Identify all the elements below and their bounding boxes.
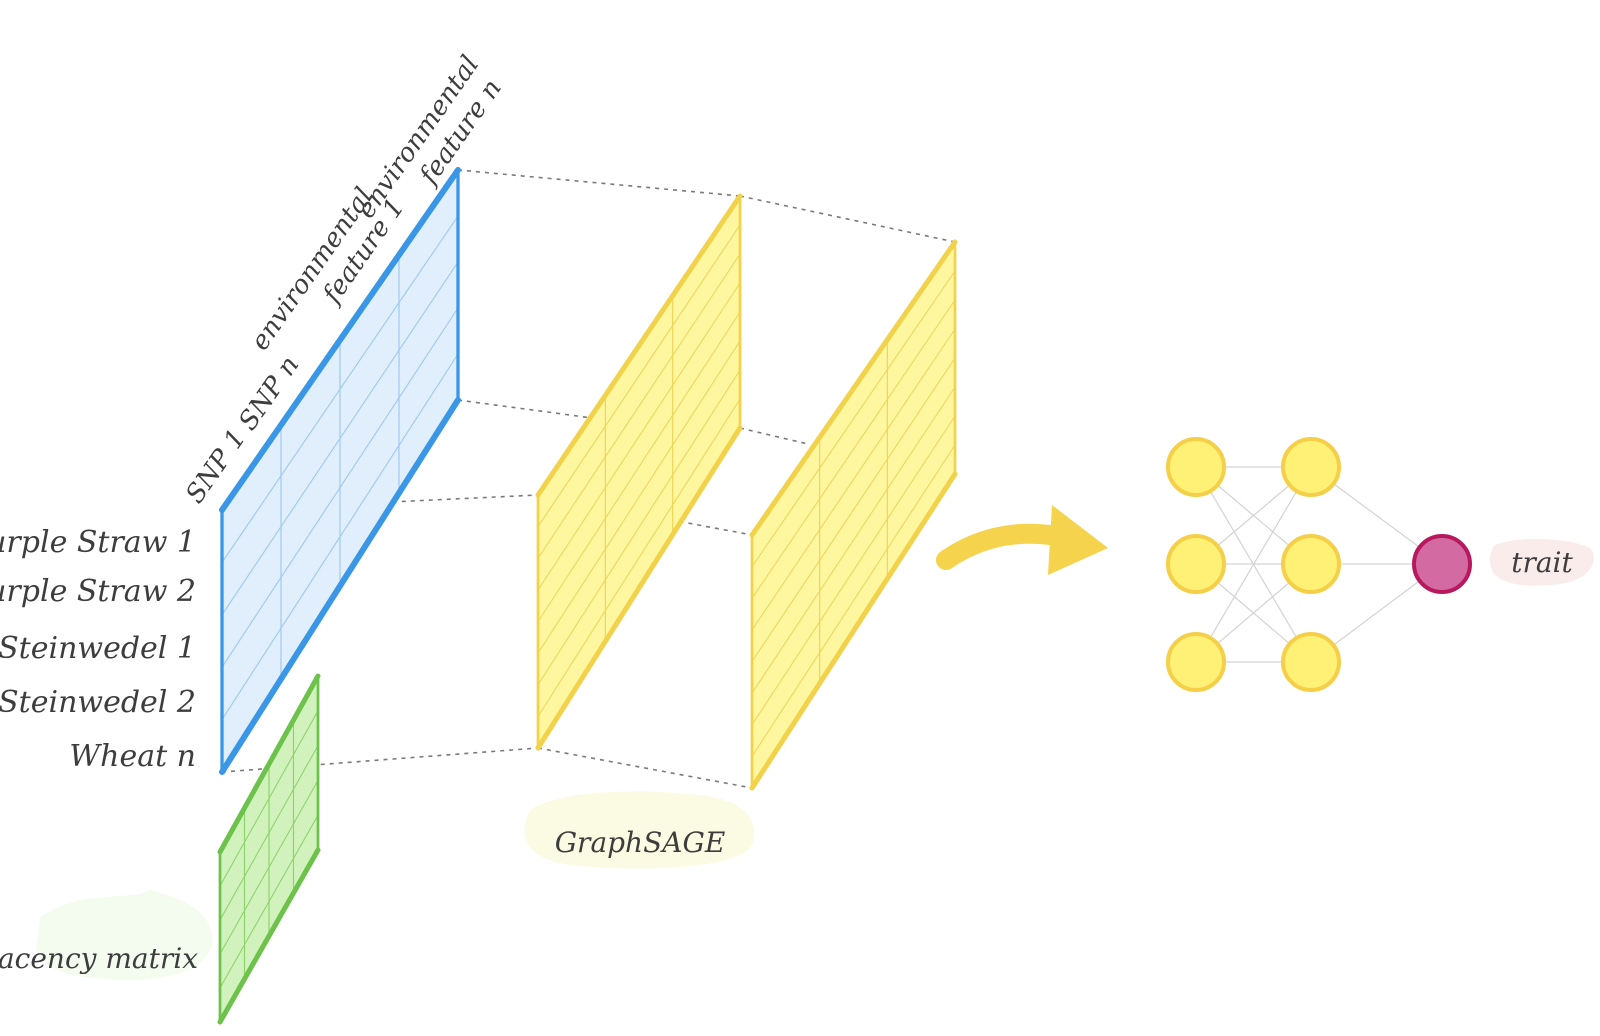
row-label-purple-straw-1: Purple Straw 1 (0, 525, 196, 560)
feature-matrix-top-edge (219, 167, 461, 513)
graphsage-layer-1-row-line (537, 224, 741, 527)
graphsage-layer-2-top-edge (749, 239, 958, 538)
nn-edge (1195, 466, 1312, 663)
flow-arrow (936, 505, 1108, 575)
row-label-purple-straw-2: Purple Straw 2 (0, 574, 196, 609)
adjacency-matrix-grid (217, 673, 321, 1025)
flow-arrow-head (1048, 505, 1108, 575)
flow-arrow-shaft (936, 523, 1060, 570)
graphsage-layer-2-row-line (751, 357, 956, 662)
adjacency-matrix-bottom-edge (217, 847, 321, 1025)
graphsage-layer-2-grid (749, 239, 958, 791)
graphsage-layer-2-bottom-edge (749, 471, 958, 791)
graphsage-layer-1 (535, 193, 743, 751)
graphsage-layer-1-row-line (537, 282, 741, 591)
graphsage-layer-2-row-line (751, 270, 956, 567)
adjacency-matrix (217, 673, 321, 1025)
feature-matrix-row-line (221, 353, 459, 720)
graphsage-layer-2 (749, 239, 958, 791)
adjacency-matrix-row-line (219, 780, 319, 955)
graphsage-layer-1-grid (535, 193, 743, 751)
trait-label-highlight (1489, 538, 1594, 586)
adjacency-matrix-row-line (219, 745, 319, 921)
nn-hidden-node (1166, 632, 1226, 692)
nn-hidden-node (1166, 534, 1226, 594)
nn-hidden-node (1281, 534, 1341, 594)
nn-hidden-node (1281, 437, 1341, 497)
adjacency-label-highlight (36, 890, 213, 981)
graphsage-layer-2-row-line (751, 415, 956, 726)
neural-network (1166, 437, 1472, 692)
graphsage-layer-1-row-line (537, 398, 741, 717)
graphsage-layer-2-panel (751, 241, 956, 789)
adjacency-matrix-label: adjacency matrix (0, 942, 198, 975)
feature-matrix (219, 167, 461, 775)
feature-matrix-row-line (221, 307, 459, 668)
feature-matrix-grid (219, 167, 461, 775)
adjacency-matrix-top-edge (217, 673, 321, 855)
layer-connector-lines (221, 169, 956, 789)
graphsage-layer-1-row-line (537, 253, 741, 559)
nn-hidden-node (1281, 632, 1341, 692)
graphsage-layer-2-row-line (751, 328, 956, 631)
row-label-steinwedel-1: Steinwedel 1 (0, 631, 196, 666)
graphsage-layer-2-row-line (751, 386, 956, 694)
nn-hidden-node (1166, 437, 1226, 497)
feature-matrix-row-line (221, 215, 459, 563)
nn-output-node (1412, 534, 1472, 594)
feature-matrix-row-line (221, 261, 459, 616)
graphsage-layer-2-row-line (751, 299, 956, 599)
neural-network-nodes (1166, 437, 1472, 692)
adjacency-matrix-row-line (219, 814, 319, 989)
graphsage-layer-1-row-line (537, 369, 741, 686)
row-label-wheat-n: Wheat n (69, 739, 196, 774)
graphsage-layer-1-row-line (537, 340, 741, 654)
graphsage-layer-2-row-line (751, 444, 956, 757)
graphsage-label: GraphSAGE (555, 826, 726, 859)
graphsage-layer-1-bottom-edge (535, 425, 743, 751)
row-label-steinwedel-2: Steinwedel 2 (0, 685, 196, 720)
feature-matrix-bottom-edge (219, 397, 461, 775)
adjacency-matrix-row-line (219, 710, 319, 887)
graphsage-layer-1-top-edge (535, 193, 743, 498)
graphsage-label-highlight (524, 791, 755, 869)
trait-label: trait (1511, 546, 1573, 579)
graphsage-layer-1-row-line (537, 311, 741, 622)
